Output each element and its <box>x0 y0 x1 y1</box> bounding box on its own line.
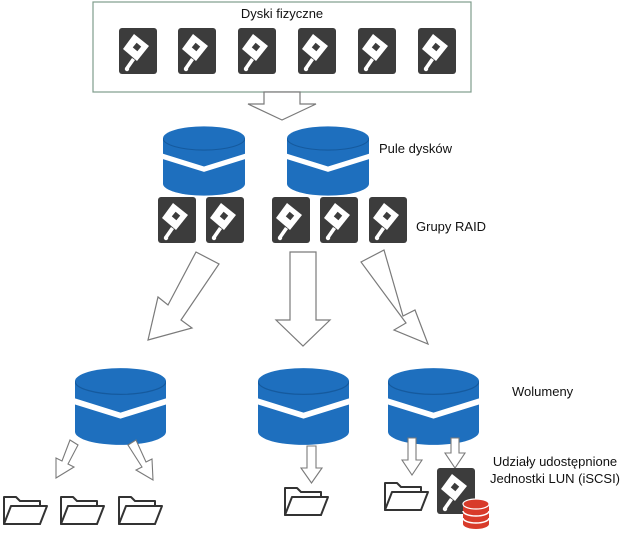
volume-cylinder-icon <box>258 368 349 445</box>
disk-pools-label: Pule dysków <box>379 141 453 156</box>
folder-icon <box>284 487 329 516</box>
folder-icon <box>60 496 105 525</box>
volumes-label: Wolumeny <box>512 384 574 399</box>
hollow-arrow-icon <box>127 439 154 481</box>
hollow-arrow-icon <box>247 91 317 121</box>
folder-icon <box>118 496 163 525</box>
hollow-arrow-icon <box>55 439 79 479</box>
physical-disks-label: Dyski fizyczne <box>241 6 323 21</box>
volume-cylinder-icon <box>388 368 479 445</box>
hollow-arrow-icon <box>147 251 220 341</box>
hollow-arrow-icon <box>443 437 467 469</box>
hard-disk-icon <box>178 28 216 74</box>
hard-disk-icon <box>418 28 456 74</box>
lun-database-icon <box>437 468 490 529</box>
hard-disk-icon <box>298 28 336 74</box>
hollow-arrow-icon <box>299 445 324 484</box>
hard-disk-icon <box>119 28 157 74</box>
hard-disk-icon <box>238 28 276 74</box>
hard-disk-icon <box>272 197 310 243</box>
shares-label: Udziały udostępnione <box>493 454 617 469</box>
hard-disk-icon <box>158 197 196 243</box>
hollow-arrow-icon <box>360 249 430 346</box>
hard-disk-icon <box>369 197 407 243</box>
hard-disk-icon <box>358 28 396 74</box>
volume-cylinder-icon <box>75 368 166 445</box>
folder-icon <box>3 496 48 525</box>
disk-pool-cylinder-icon <box>163 125 245 197</box>
hollow-arrow-icon <box>400 437 424 476</box>
physical-disks-group: Dyski fizyczne <box>92 1 472 93</box>
hollow-arrow-icon <box>274 251 332 347</box>
hard-disk-icon <box>320 197 358 243</box>
hard-disk-icon <box>206 197 244 243</box>
raid-groups-label: Grupy RAID <box>416 219 486 234</box>
disk-pool-cylinder-icon <box>287 125 369 197</box>
folder-icon <box>384 482 429 511</box>
lun-units-label: Jednostki LUN (iSCSI) <box>490 471 620 486</box>
